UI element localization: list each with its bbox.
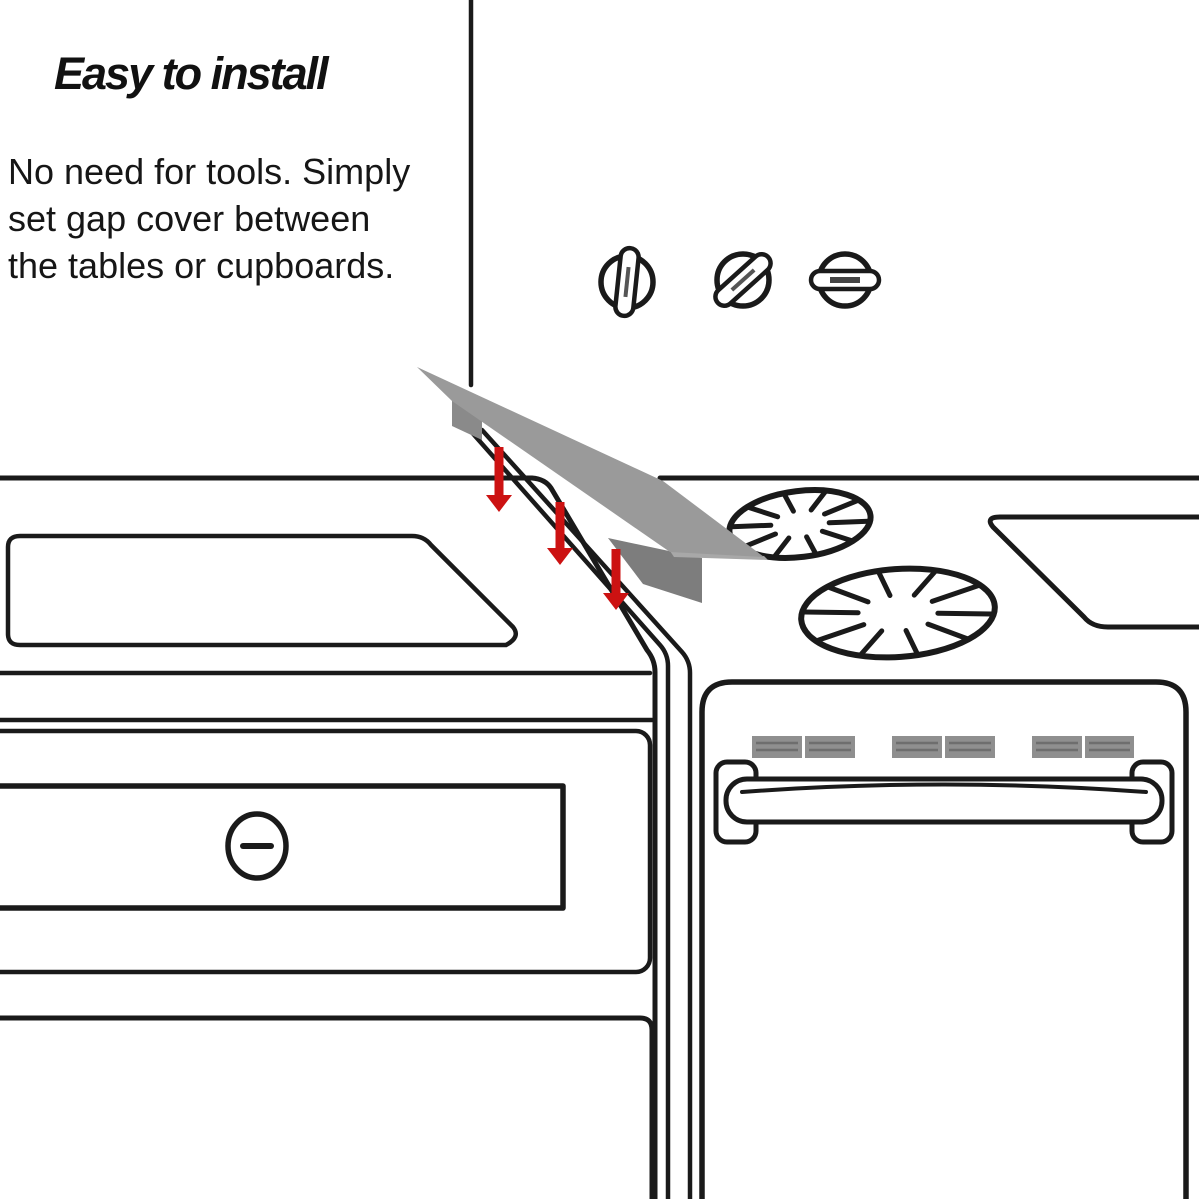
stove-knob-middle [713, 251, 773, 309]
instruction-line-3: the tables or cupboards. [8, 245, 395, 286]
cabinet-panel [0, 728, 653, 975]
drawer [0, 783, 566, 911]
instruction-text: No need for tools. Simply set gap cover … [8, 148, 478, 289]
counter-surface-outline [5, 533, 519, 648]
cover-fin [452, 399, 482, 440]
down-arrow-icon [547, 502, 573, 565]
instruction-line-1: No need for tools. Simply [8, 151, 411, 192]
cover-top-face [417, 367, 764, 557]
cabinet-door [0, 1015, 655, 1199]
stove [598, 245, 1199, 1199]
down-arrow-icon [486, 447, 512, 512]
stove-knob-left [598, 245, 656, 319]
right-counter [987, 514, 1199, 630]
stove-knob-right [808, 251, 882, 309]
gap-lines [465, 425, 693, 1199]
install-arrows [486, 447, 629, 610]
instruction-line-2: set gap cover between [8, 198, 371, 239]
stove-front-panel [699, 679, 1189, 1199]
gas-burner-right [798, 562, 998, 663]
vent-grill [752, 736, 1134, 758]
gap-cover [417, 367, 768, 603]
stove-knobs [598, 245, 882, 319]
oven-handle [713, 759, 1175, 845]
left-counter [0, 475, 658, 1199]
down-arrow-icon [603, 549, 629, 610]
page-title: Easy to install [54, 48, 329, 99]
drawer-knob [225, 811, 289, 881]
